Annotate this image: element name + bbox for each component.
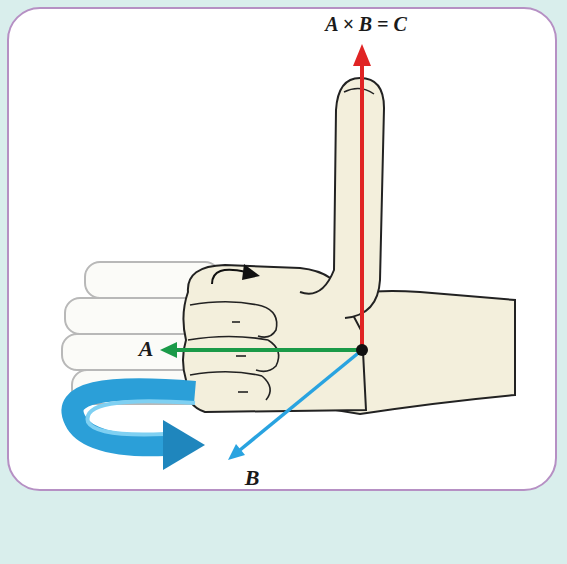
rotation-arrowhead-big xyxy=(163,420,205,470)
vector-label: A xyxy=(137,337,156,361)
vector-b xyxy=(240,350,362,450)
vector-b-head xyxy=(228,444,245,460)
vector-label: B xyxy=(243,466,262,490)
card-frame xyxy=(8,8,556,490)
vector-c-head xyxy=(353,44,371,66)
thumbnail xyxy=(344,88,374,94)
origin-dot xyxy=(356,344,368,356)
vector-a-head xyxy=(160,342,177,358)
rotation-arrow-small xyxy=(212,270,246,284)
vector-c xyxy=(360,62,364,350)
rotation-arrowhead-small xyxy=(242,264,260,280)
equation-label: A × B = C xyxy=(323,13,409,35)
thumb xyxy=(300,78,384,318)
vector-a xyxy=(176,348,362,352)
